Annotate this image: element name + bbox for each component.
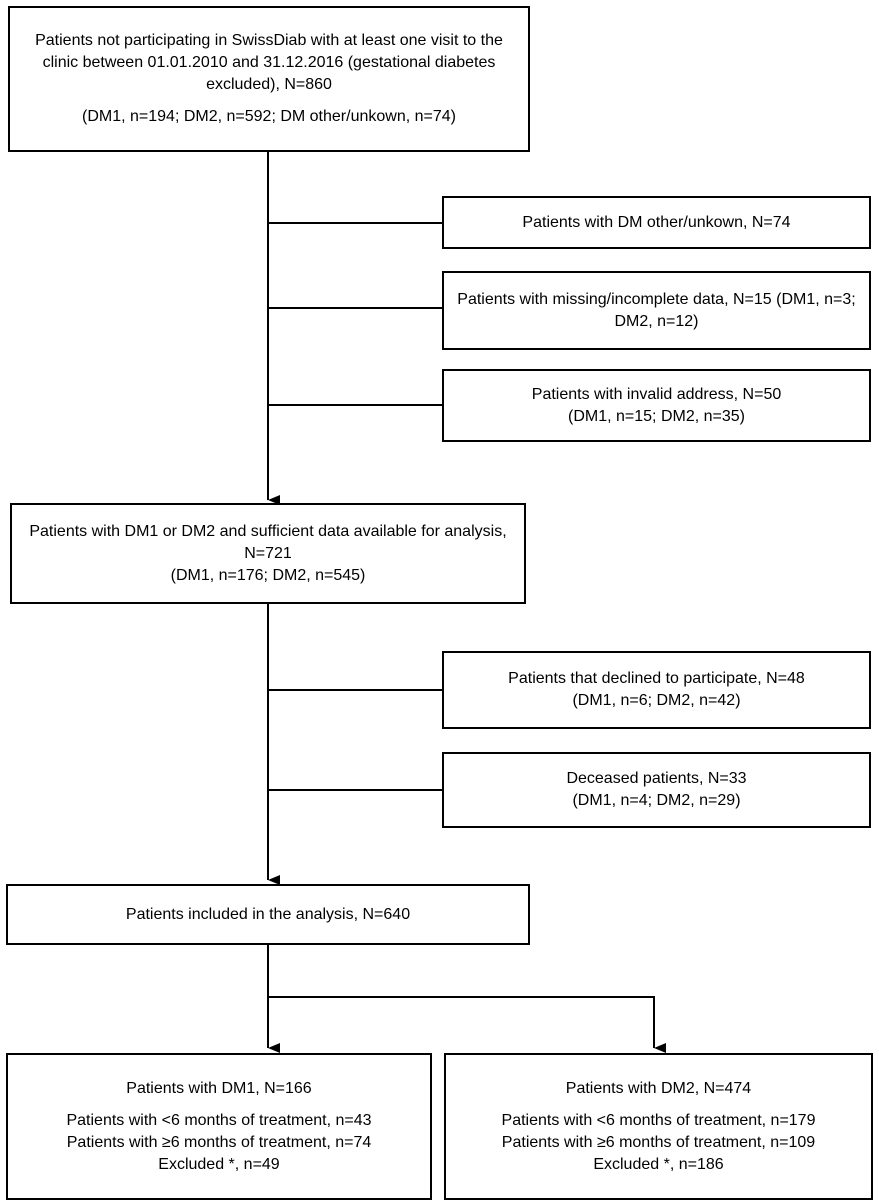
exclusion-box-missing: Patients with missing/incomplete data, N… bbox=[442, 271, 871, 350]
included-box-line1: Patients included in the analysis, N=640 bbox=[125, 905, 411, 923]
dm2-box: Patients with DM2, N=474 Patients with <… bbox=[444, 1053, 873, 1200]
sufficient-box-line2: N=721 bbox=[244, 544, 292, 562]
start-box-line4: (DM1, n=194; DM2, n=592; DM other/unkown… bbox=[82, 108, 456, 125]
exclusion-dm-other-line1: Patients with DM other/unkown, N=74 bbox=[522, 213, 791, 231]
exclusion-box-declined: Patients that declined to participate, N… bbox=[442, 651, 871, 729]
dm2-box-line2: Patients with <6 months of treatment, n=… bbox=[501, 1111, 816, 1129]
exclusion-missing-line1: Patients with missing/incomplete data, N… bbox=[457, 290, 856, 308]
exclusion-missing-line2: DM2, n=12) bbox=[614, 312, 699, 330]
start-box-line1: Patients not participating in SwissDiab … bbox=[35, 32, 503, 49]
included-box: Patients included in the analysis, N=640 bbox=[6, 884, 530, 945]
dm2-box-line1: Patients with DM2, N=474 bbox=[565, 1079, 752, 1097]
exclusion-box-dm-other: Patients with DM other/unkown, N=74 bbox=[442, 196, 871, 249]
sufficient-box-line1: Patients with DM1 or DM2 and sufficient … bbox=[29, 522, 507, 540]
dm1-box: Patients with DM1, N=166 Patients with <… bbox=[6, 1053, 432, 1200]
dm1-box-line3: Patients with ≥6 months of treatment, n=… bbox=[66, 1133, 372, 1151]
exclusion-address-line2: (DM1, n=15; DM2, n=35) bbox=[568, 407, 745, 425]
dm1-box-line1: Patients with DM1, N=166 bbox=[126, 1079, 312, 1097]
sufficient-box-line3: (DM1, n=176; DM2, n=545) bbox=[170, 566, 366, 584]
exclusion-deceased-line1: Deceased patients, N=33 bbox=[566, 770, 747, 787]
dm1-box-line4: Excluded *, n=49 bbox=[158, 1155, 280, 1173]
exclusion-declined-line2: (DM1, n=6; DM2, n=42) bbox=[572, 692, 741, 709]
dm2-box-line3: Patients with ≥6 months of treatment, n=… bbox=[501, 1133, 816, 1151]
exclusion-box-address: Patients with invalid address, N=50 (DM1… bbox=[442, 369, 871, 442]
start-box-line2: clinic between 01.01.2010 and 31.12.2016… bbox=[42, 54, 496, 71]
exclusion-address-line1: Patients with invalid address, N=50 bbox=[531, 385, 782, 403]
exclusion-declined-line1: Patients that declined to participate, N… bbox=[508, 670, 805, 687]
exclusion-deceased-line2: (DM1, n=4; DM2, n=29) bbox=[572, 792, 741, 809]
start-box-line3: excluded), N=860 bbox=[206, 76, 332, 93]
exclusion-box-deceased: Deceased patients, N=33 (DM1, n=4; DM2, … bbox=[442, 752, 871, 828]
start-box: Patients not participating in SwissDiab … bbox=[8, 6, 530, 152]
dm2-box-line4: Excluded *, n=186 bbox=[593, 1155, 724, 1173]
sufficient-data-box: Patients with DM1 or DM2 and sufficient … bbox=[10, 503, 526, 604]
dm1-box-line2: Patients with <6 months of treatment, n=… bbox=[66, 1111, 372, 1129]
